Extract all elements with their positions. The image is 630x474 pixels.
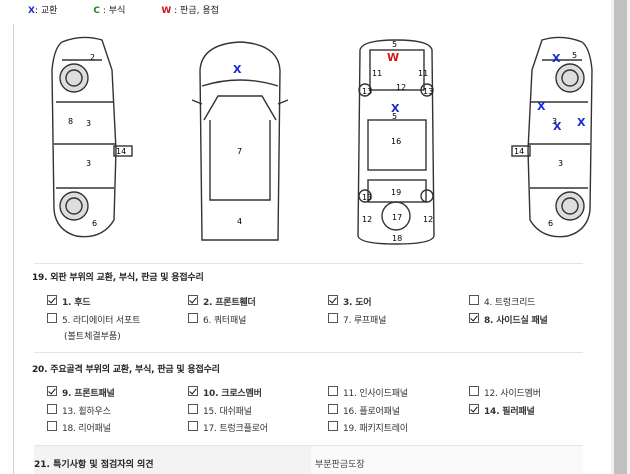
checkbox[interactable] [469,295,479,305]
checkbox[interactable] [47,295,57,305]
label: 2 [90,53,95,62]
label: 13 [423,87,433,96]
label: 6 [548,219,553,228]
label: 3 [86,159,91,168]
checkbox[interactable] [328,404,338,414]
car-diagram: 2 8 3 3 14 6 7 4 X 5 W 11 11 12 [51,36,593,245]
option-hood[interactable]: 1. 후드 [47,295,91,308]
option-door[interactable]: 3. 도어 [328,295,372,308]
checkbox[interactable] [188,295,198,305]
exchange-mark: X [537,100,546,113]
label: 4 [237,217,242,226]
label: 5 [392,40,397,49]
label: 17 [392,213,402,222]
section20-title: 20. 주요골격 부위의 교환, 부식, 판금 및 용접수리 [32,365,220,375]
car-top [191,41,289,241]
checkbox[interactable] [188,404,198,414]
checkbox[interactable] [328,386,338,396]
option-trunk-lid[interactable]: 4. 트렁크리드 [469,295,535,308]
checkbox[interactable] [47,421,57,431]
weld-mark: W [387,51,399,64]
footer-title: 21. 특기사항 및 점검자의 의견 [34,460,154,470]
footer-value-cell [311,446,583,474]
checkbox[interactable] [188,313,198,323]
checkbox[interactable] [188,386,198,396]
label: 19 [391,188,401,197]
option-inside-panel[interactable]: 11. 인사이드패널 [328,386,408,399]
panel-border [13,24,14,474]
divider [34,263,583,264]
checkbox[interactable] [469,386,479,396]
section19-title: 19. 외판 부위의 교환, 부식, 판금 및 용접수리 [32,273,204,283]
legend-weld: W : 판금, 용접 [161,6,219,16]
label: 5 [392,112,397,121]
label: 3 [86,119,91,128]
option-dash-panel[interactable]: 15. 대쉬패널 [188,404,252,417]
car-side-right [511,36,593,238]
checkbox[interactable] [47,313,57,323]
option-radiator-support[interactable]: 5. 라디에이터 서포트 [47,313,140,326]
checkbox[interactable] [469,404,479,414]
checkbox[interactable] [47,386,57,396]
label: 11 [418,69,428,78]
label: 11 [372,69,382,78]
exchange-mark: X [553,120,562,133]
label: 7 [237,147,242,156]
checkbox[interactable] [328,295,338,305]
checkbox[interactable] [328,313,338,323]
car-side-left [51,36,133,238]
divider [34,352,583,353]
option-floor-panel[interactable]: 16. 플로어패널 [328,404,400,417]
label: 5 [572,51,577,60]
legend-corrosion: C : 부식 [93,6,126,16]
legend: X: 교환 C : 부식 W : 판금, 용접 [28,3,255,16]
label: 18 [392,234,402,243]
option-front-panel[interactable]: 9. 프론트패널 [47,386,115,399]
label: 13 [362,193,372,202]
option-cross-member[interactable]: 10. 크로스멤버 [188,386,262,399]
exchange-mark: X [391,102,400,115]
exchange-mark: X [552,52,561,65]
checkbox[interactable] [188,421,198,431]
label: 12 [396,83,406,92]
label: 16 [391,137,401,146]
label: 13 [362,87,372,96]
option-side-sill-panel[interactable]: 8. 사이드실 패널 [469,313,548,326]
exchange-mark: X [577,116,586,129]
option-front-fender[interactable]: 2. 프론트휀더 [188,295,256,308]
bolt-note: (볼트체결부품) [64,332,121,342]
label: 3 [552,117,557,126]
car-frame [357,39,435,245]
option-wheel-house[interactable]: 13. 휠하우스 [47,404,111,417]
option-package-tray[interactable]: 19. 패키지트레이 [328,421,408,434]
label: 14 [116,147,126,156]
checkbox[interactable] [328,421,338,431]
option-trunk-floor[interactable]: 17. 트렁크플로어 [188,421,268,434]
option-side-member[interactable]: 12. 사이드멤버 [469,386,541,399]
label: 12 [423,215,433,224]
checkbox[interactable] [469,313,479,323]
inspection-panel: X: 교환 C : 부식 W : 판금, 용접 2 8 3 3 14 6 7 [0,0,611,474]
label: 6 [92,219,97,228]
divider [34,445,583,446]
option-quarter-panel[interactable]: 6. 쿼터패널 [188,313,246,326]
footer-label-cell [34,446,311,474]
exchange-mark: X [233,63,242,76]
label: 14 [514,147,524,156]
scrollbar-thumb[interactable] [614,0,627,474]
checkbox[interactable] [47,404,57,414]
option-pillar-panel[interactable]: 14. 필러패널 [469,404,535,417]
footer-value: 부분판금도장 [315,460,365,470]
option-rear-panel[interactable]: 18. 리어패널 [47,421,111,434]
label: 3 [558,159,563,168]
option-roof-panel[interactable]: 7. 루프패널 [328,313,386,326]
legend-exchange: X: 교환 [28,6,58,16]
label: 8 [68,117,73,126]
label: 12 [362,215,372,224]
